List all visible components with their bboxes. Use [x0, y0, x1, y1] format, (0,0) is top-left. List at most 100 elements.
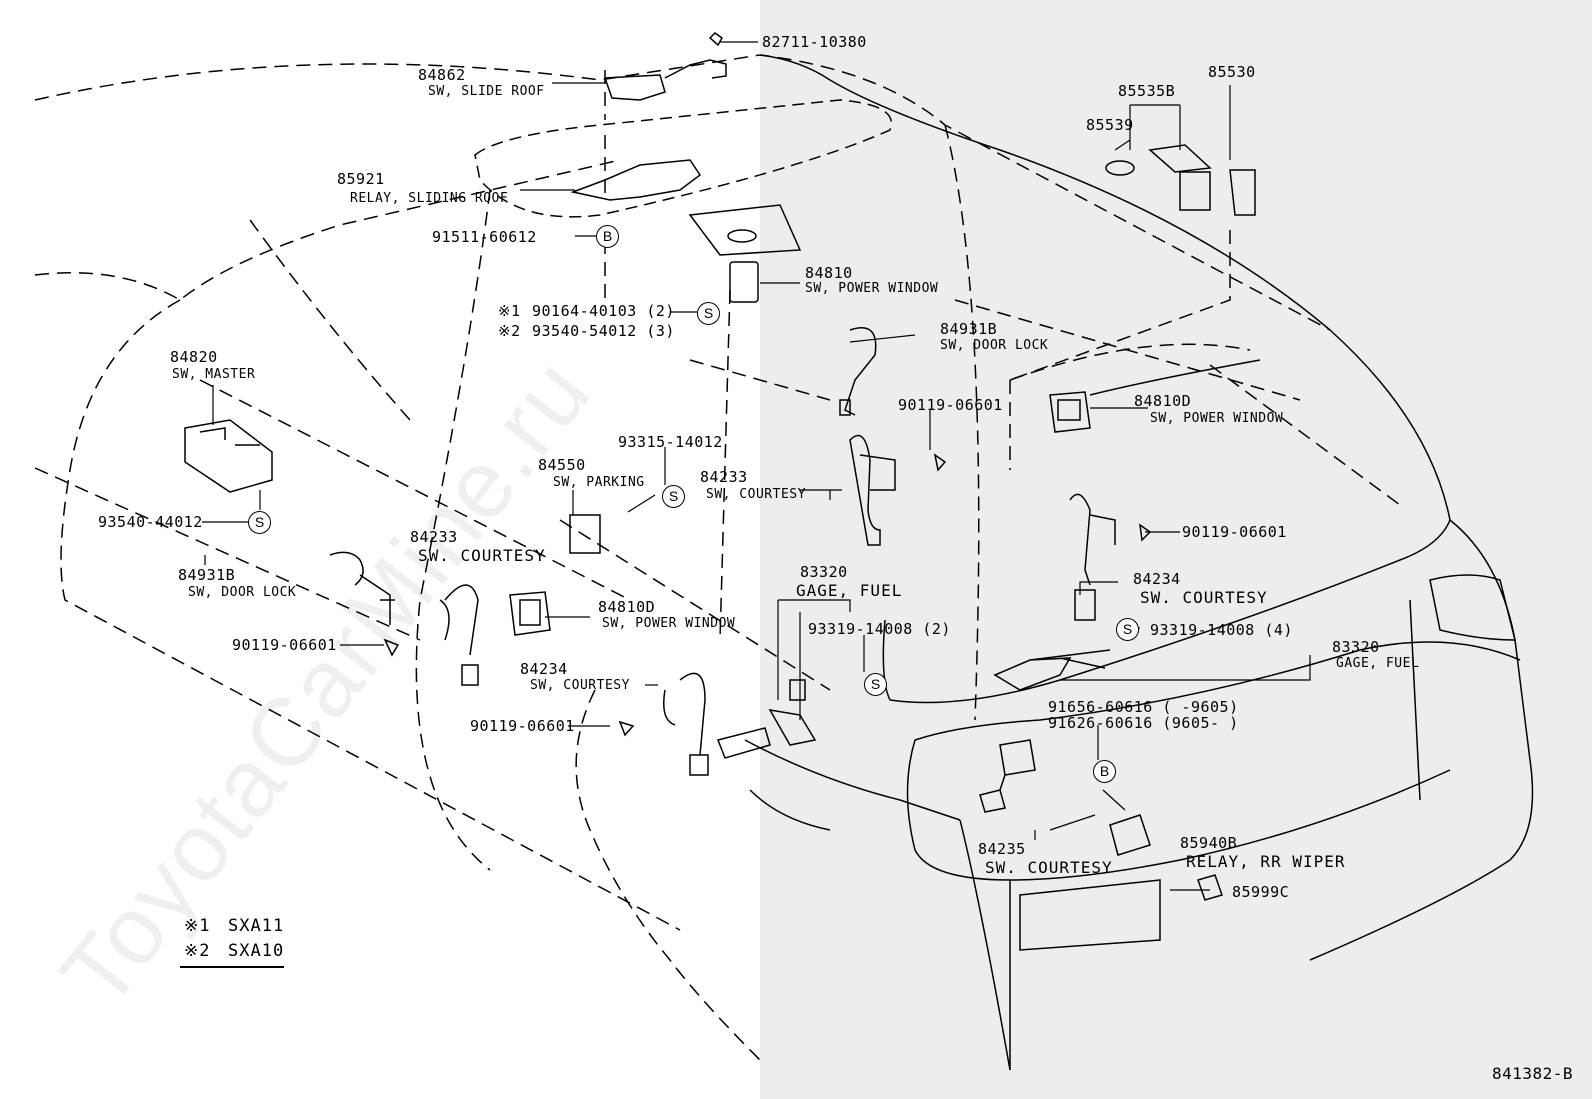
courtesy-switch-a — [439, 584, 479, 686]
callout-84931b-a-name: SW, DOOR LOCK — [188, 585, 297, 600]
callout-90119-a-part: 90119-06601 — [898, 396, 1003, 414]
legend-model-1: SXA11 — [228, 916, 285, 936]
sliding-roof-relay — [570, 159, 702, 201]
callout-93319-b-part: 93319-14008 (4) — [1150, 621, 1293, 639]
legend-underline — [180, 966, 284, 968]
callout-91511-part: 91511-60612 — [432, 228, 537, 246]
callout-84810d-a-part: 84810D — [598, 598, 656, 616]
bracket-85999 — [1197, 874, 1223, 901]
callout-84810-part: 84810 — [805, 264, 853, 282]
callout-84931b-name: SW, DOOR LOCK — [940, 338, 1049, 353]
callout-84235-part: 84235 — [978, 840, 1026, 858]
callout-84235-name: SW. COURTESY — [985, 858, 1113, 877]
legend-mark-1: ※1 — [184, 916, 211, 936]
background-shade — [760, 0, 1592, 1099]
callout-90119-d-part: 90119-06601 — [1182, 523, 1287, 541]
rear-body-outline — [744, 54, 1534, 1071]
callout-84233-a-name: SW, COURTESY — [706, 487, 806, 502]
callout-85940b-part: 85940B — [1180, 834, 1238, 852]
bolt-d — [1139, 523, 1152, 542]
callout-85539-part: 85539 — [1086, 116, 1134, 134]
callout-84810d-b-part: 84810D — [1134, 392, 1192, 410]
callout-84233-b-part: 84233 — [410, 528, 458, 546]
callout-84810d-b-name: SW, POWER WINDOW — [1150, 411, 1284, 426]
callout-90119-c-part: 90119-06601 — [470, 717, 575, 735]
callout-85999c-part: 85999C — [1232, 883, 1290, 901]
courtesy-switch-b — [663, 672, 709, 776]
courtesy-switch-c — [849, 434, 896, 546]
courtesy-switch-d — [1069, 493, 1116, 621]
power-window-bezel — [688, 204, 802, 256]
diagram-id: 841382-B — [1492, 1064, 1574, 1083]
marker-s-d: S — [864, 673, 887, 696]
callout-82711-part: 82711-10380 — [762, 33, 867, 51]
part-drawings — [184, 32, 1256, 901]
legend-mark-2: ※2 — [184, 941, 211, 961]
callout-85940b-name: RELAY, RR WIPER — [1186, 852, 1346, 871]
callout-84931b-part: 84931B — [940, 320, 998, 338]
marker-s-a: S — [697, 302, 720, 325]
marker-b-rear: B — [1093, 760, 1116, 783]
power-window-switch-a — [729, 261, 759, 303]
door-lock-switch-b — [844, 327, 877, 416]
bolt-c — [933, 453, 947, 472]
callout-84234-b-part: 84234 — [1133, 570, 1181, 588]
callout-85530-part: 85530 — [1208, 63, 1256, 81]
marker-s-e: S — [1116, 618, 1139, 641]
slide-roof-switch — [603, 59, 727, 101]
callout-85921-name: RELAY, SLIDING ROOF — [350, 191, 509, 206]
callout-84820-name: SW, MASTER — [172, 367, 256, 382]
callout-90119-b-part: 90119-06601 — [232, 636, 337, 654]
callout-84234-a-part: 84234 — [520, 660, 568, 678]
callout-91626-part: 91626-60616 (9605- ) — [1048, 714, 1239, 732]
sunroof-outline — [474, 99, 893, 218]
variant-mark-2: ※2 — [498, 322, 521, 340]
callout-93540-b-part: 93540-44012 — [98, 513, 203, 531]
marker-s-c: S — [248, 511, 271, 534]
master-switch — [184, 419, 273, 493]
callout-93540-part: 93540-54012 (3) — [532, 322, 675, 340]
callout-84233-a-part: 84233 — [700, 468, 748, 486]
callout-84234-a-name: SW, COURTESY — [530, 678, 630, 693]
variant-mark-1: ※1 — [498, 302, 521, 320]
callout-83320-a-name: GAGE, FUEL — [796, 581, 903, 600]
callout-84810-name: SW, POWER WINDOW — [805, 281, 939, 296]
callout-84862-part: 84862 — [418, 66, 466, 84]
legend-model-2: SXA10 — [228, 941, 285, 961]
callout-84931b-a-part: 84931B — [178, 566, 236, 584]
cap-85539 — [1105, 160, 1135, 176]
clip-82711 — [708, 32, 723, 47]
callout-84550-part: 84550 — [538, 456, 586, 474]
fuel-gage-b — [993, 649, 1111, 691]
callout-84234-b-name: SW. COURTESY — [1140, 588, 1268, 607]
power-window-switch-b — [509, 591, 551, 636]
fuel-gage-a — [716, 679, 817, 759]
callout-91656-part: 91656-60616 ( -9605) — [1048, 698, 1239, 716]
lighter-socket — [1179, 171, 1211, 211]
callout-84550-name: SW, PARKING — [553, 475, 645, 490]
body-outline — [34, 54, 1401, 1061]
courtesy-switch-e — [979, 739, 1036, 813]
callout-84820-part: 84820 — [170, 348, 218, 366]
callout-85535b-part: 85535B — [1118, 82, 1176, 100]
lighter-85530 — [1229, 169, 1256, 216]
callout-85921-part: 85921 — [337, 170, 385, 188]
callout-84862-name: SW, SLIDE ROOF — [428, 84, 545, 99]
callout-83320-a-part: 83320 — [800, 563, 848, 581]
power-window-switch-c — [1049, 391, 1091, 433]
lighter-panel — [1148, 144, 1212, 173]
marker-b-roof: B — [596, 225, 619, 248]
callout-84810d-a-name: SW, POWER WINDOW — [602, 616, 736, 631]
bolt-b — [618, 720, 635, 737]
callout-90164-part: 90164-40103 (2) — [532, 302, 675, 320]
bolt-a — [383, 638, 400, 657]
parking-switch — [569, 514, 601, 554]
door-lock-switch-a — [329, 551, 395, 625]
rr-wiper-relay — [1109, 814, 1151, 856]
callout-83320-b-name: GAGE, FUEL — [1336, 656, 1420, 671]
callout-93319-a-part: 93319-14008 (2) — [808, 620, 951, 638]
callout-83320-b-part: 83320 — [1332, 638, 1380, 656]
callout-84233-b-name: SW. COURTESY — [418, 546, 546, 565]
